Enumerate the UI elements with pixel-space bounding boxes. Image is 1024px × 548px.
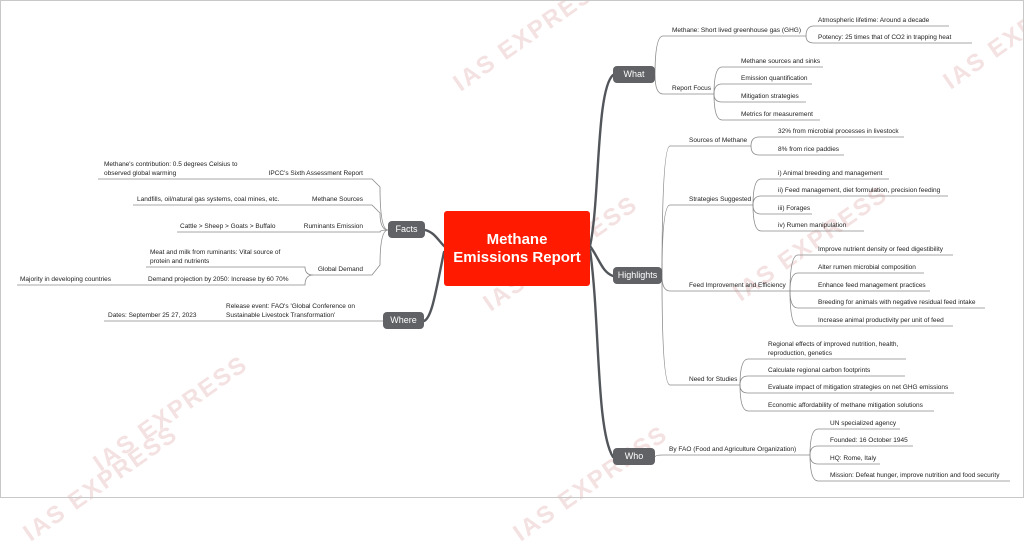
branch-connector — [809, 445, 913, 456]
highlights-feed-item: Increase animal productivity per unit of… — [818, 317, 944, 324]
branch-connector — [588, 244, 615, 278]
highlights-study-item: Regional effects of improved nutrition, … — [768, 341, 899, 348]
where-release: Sustainable Livestock Transformation' — [226, 312, 336, 319]
facts-ruminants: Ruminants Emission — [303, 223, 363, 230]
who-item: Founded: 16 October 1945 — [830, 437, 908, 444]
branch-connector — [750, 145, 844, 156]
connector-lines — [17, 25, 1010, 482]
facts-demand-majority: Majority in developing countries — [20, 276, 112, 283]
branch-connector — [654, 35, 806, 76]
branch-connector — [789, 290, 953, 327]
highlights-study-item: Calculate regional carbon footprints — [768, 367, 871, 374]
branch-connector — [739, 358, 906, 386]
what-focus-item: Emission quantification — [741, 75, 808, 82]
who-item: Mission: Defeat hunger, improve nutritio… — [830, 472, 1000, 479]
highlights-source-item: 32% from microbial processes in livestoc… — [778, 128, 899, 135]
what-focus-item: Metrics for measurement — [741, 111, 813, 118]
branch-connector — [713, 93, 820, 121]
branch-connector — [805, 25, 949, 37]
facts-ruminants-detail: Cattle > Sheep > Goats > Buffalo — [180, 223, 276, 230]
branch-connector — [661, 275, 740, 386]
branch-connector — [654, 74, 714, 95]
highlights-feed: Feed Improvement and Efficiency — [689, 282, 786, 289]
highlights-feed-item: Enhance feed management practices — [818, 282, 926, 289]
branch-connector — [588, 248, 615, 459]
facts-demand-meat: Meat and milk from ruminants: Vital sour… — [150, 249, 281, 256]
facts-demand-projection: Demand projection by 2050: Increase by 6… — [148, 276, 289, 283]
facts-sources: Methane Sources — [312, 196, 363, 203]
highlights-study-item: Evaluate impact of mitigation strategies… — [768, 384, 949, 391]
branch-what[interactable]: What — [613, 66, 655, 83]
branch-connector — [752, 195, 948, 206]
who-fao: By FAO (Food and Agriculture Organizatio… — [669, 446, 797, 453]
facts-ipcc-detail: Methane's contribution: 0.5 degrees Cels… — [104, 161, 238, 168]
branch-connector — [654, 454, 810, 458]
highlights-strategies: Strategies Suggested — [689, 196, 752, 203]
branch-connector — [661, 145, 751, 277]
branch-connector — [713, 66, 823, 95]
highlights-strategy-item: iv) Rumen manipulation — [778, 222, 847, 229]
central-topic: Methane Emissions Report — [444, 211, 590, 286]
branch-connector — [661, 204, 753, 277]
central-title-line1: Methane — [486, 230, 548, 248]
branch-connector — [713, 83, 812, 95]
where-release: Release event: FAO's 'Global Conference … — [226, 303, 355, 310]
branch-connector — [739, 384, 934, 412]
branch-connector — [752, 204, 864, 232]
branch-connector — [146, 266, 314, 276]
branch-where[interactable]: Where — [383, 312, 424, 329]
highlights-sources: Sources of Methane — [689, 137, 748, 144]
branch-facts[interactable]: Facts — [388, 221, 425, 238]
branch-connector — [739, 375, 905, 386]
branch-connector — [789, 272, 924, 292]
branch-connector — [588, 73, 615, 248]
central-title-line2: Emissions Report — [453, 248, 581, 266]
branch-connector — [313, 229, 389, 276]
branch-connector — [805, 35, 972, 44]
branch-highlights[interactable]: Highlights — [613, 267, 662, 284]
highlights-feed-item: Improve nutrient density or feed digesti… — [818, 246, 944, 253]
branch-connector — [423, 228, 446, 248]
facts-demand: Global Demand — [317, 266, 363, 273]
branch-who[interactable]: Who — [613, 448, 655, 465]
what-lifetime: Atmospheric lifetime: Around a decade — [818, 17, 930, 24]
facts-ipcc-detail: observed global warming — [104, 170, 177, 177]
highlights-strategy-item: ii) Feed management, diet formulation, p… — [778, 187, 941, 194]
what-potency: Potency: 25 times that of CO2 in trappin… — [818, 34, 952, 41]
what-report-focus: Report Focus — [672, 85, 712, 92]
highlights-feed-item: Alter rumen microbial composition — [818, 264, 916, 271]
facts-demand-meat: protein and nutrients — [150, 258, 210, 265]
branch-connector — [750, 136, 904, 147]
highlights-study-item: Economic affordability of methane mitiga… — [768, 402, 923, 409]
branch-connector — [809, 428, 900, 456]
branch-connector — [752, 178, 889, 206]
facts-ipcc: IPCC's Sixth Assessment Report — [268, 170, 363, 177]
what-methane: Methane: Short lived greenhouse gas (GHG… — [672, 27, 801, 34]
who-item: HQ: Rome, Italy — [830, 455, 877, 462]
branch-connector — [809, 454, 1010, 482]
what-focus-item: Mitigation strategies — [741, 93, 799, 100]
highlights-studies: Need for Studies — [689, 376, 738, 383]
highlights-source-item: 8% from rice paddies — [778, 146, 840, 153]
highlights-strategy-item: i) Animal breeding and management — [778, 170, 883, 177]
highlights-strategy-item: iii) Forages — [778, 205, 811, 212]
where-dates: Dates: September 25 27, 2023 — [108, 312, 197, 319]
who-item: UN specialized agency — [830, 420, 897, 427]
highlights-study-item: reproduction, genetics — [768, 350, 832, 357]
facts-sources-detail: Landfills, oil/natural gas systems, coal… — [137, 196, 280, 203]
what-focus-item: Methane sources and sinks — [741, 58, 821, 65]
highlights-feed-item: Breeding for animals with negative resid… — [818, 299, 976, 306]
branch-connector — [300, 229, 389, 233]
branch-connector — [422, 250, 446, 323]
branch-connector — [146, 274, 314, 286]
